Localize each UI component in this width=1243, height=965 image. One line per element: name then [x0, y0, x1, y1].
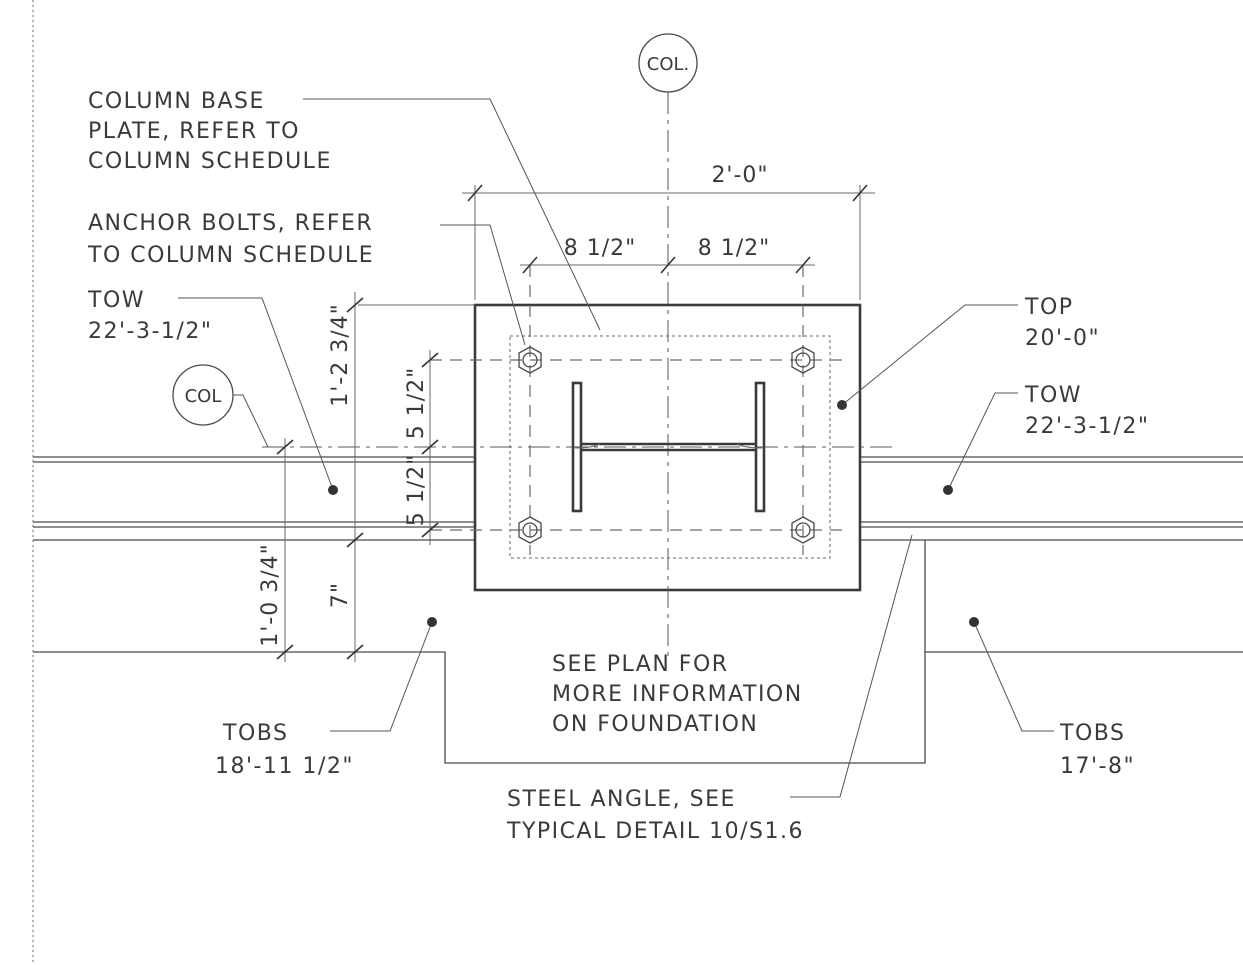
top-right-label: TOP [1024, 295, 1074, 320]
see-plan-note-line1: SEE PLAN FOR [552, 652, 729, 677]
column-bubble-left [172, 364, 269, 448]
tobs-left-elevation: 18'-11 1/2" [215, 754, 354, 779]
dimension-left-vertical [276, 292, 475, 662]
column-base-plate-note-line3: COLUMN SCHEDULE [88, 149, 332, 174]
steel-angle-note-line2: TYPICAL DETAIL 10/S1.6 [506, 819, 804, 844]
tow-right-label: TOW [1024, 383, 1082, 408]
tow-left-elevation: 22'-3-1/2" [88, 319, 212, 344]
dim-plate-width: 2'-0" [711, 163, 768, 188]
anchor-bolt-icon [518, 346, 542, 374]
column-base-plate-note-line1: COLUMN BASE [88, 89, 265, 114]
dim-bolt-upper: 5 1/2" [404, 367, 429, 440]
tow-right-elevation: 22'-3-1/2" [1025, 414, 1149, 439]
bolt-grid-lines [430, 265, 850, 555]
see-plan-note-line3: ON FOUNDATION [552, 712, 758, 737]
tobs-right-elevation: 17'-8" [1060, 754, 1135, 779]
dim-bolt-right: 8 1/2" [698, 236, 771, 261]
anchor-bolt-icon [791, 516, 815, 544]
dim-bolt-lower: 5 1/2" [404, 454, 429, 527]
column-base-plate-note-line2: PLATE, REFER TO [88, 119, 300, 144]
anchor-bolts-note-line1: ANCHOR BOLTS, REFER [88, 211, 373, 236]
leader-lines [178, 98, 1054, 798]
dim-step: 7" [328, 582, 353, 608]
column-bubble-top-label: COL. [647, 54, 690, 75]
wide-flange-column [571, 381, 766, 513]
anchor-bolt-icon [518, 516, 542, 544]
steel-angle-note-line1: STEEL ANGLE, SEE [507, 787, 736, 812]
anchor-bolt-icon [791, 346, 815, 374]
foundation-outline [33, 540, 1243, 764]
wall-beam-lines [33, 456, 1243, 541]
anchor-bolts [518, 346, 815, 544]
column-bubble-top [638, 33, 698, 93]
tobs-left-label: TOBS [222, 721, 288, 746]
dim-bolt-left: 8 1/2" [564, 236, 637, 261]
tobs-right-label: TOBS [1059, 721, 1125, 746]
column-bubble-left-label: COL [185, 386, 222, 407]
top-right-elevation: 20'-0" [1025, 326, 1100, 351]
dim-height-lower: 1'-0 3/4" [258, 543, 283, 647]
tow-left-label: TOW [87, 288, 145, 313]
see-plan-note-line2: MORE INFORMATION [552, 682, 803, 707]
anchor-bolts-note-line2: TO COLUMN SCHEDULE [87, 243, 374, 268]
dimension-plate-width [462, 184, 875, 300]
dim-height-upper: 1'-2 3/4" [328, 303, 353, 407]
